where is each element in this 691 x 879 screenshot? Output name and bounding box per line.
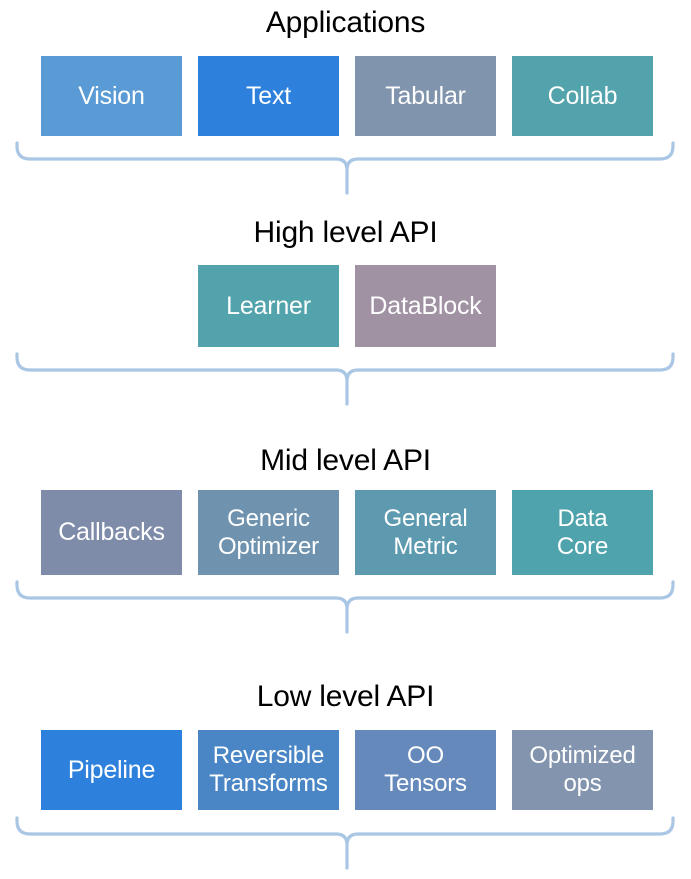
- box-vision[interactable]: Vision: [41, 56, 182, 136]
- box-datablock[interactable]: DataBlock: [355, 265, 496, 347]
- layer-title-mid-level-api: Mid level API: [260, 444, 431, 477]
- layer-title-low-level-api: Low level API: [256, 680, 435, 713]
- box-collab[interactable]: Collab: [512, 56, 653, 136]
- layer-applications: Applications: [0, 6, 691, 42]
- layer-title-high-level-api: High level API: [253, 216, 438, 249]
- box-learner[interactable]: Learner: [198, 265, 339, 347]
- layer-title-applications: Applications: [265, 6, 426, 39]
- brace-applications: [0, 141, 691, 199]
- brace-mid-level: [0, 580, 691, 638]
- box-tabular[interactable]: Tabular: [355, 56, 496, 136]
- brace-high-level: [0, 352, 691, 410]
- box-text[interactable]: Text: [198, 56, 339, 136]
- brace-low-level: [0, 816, 691, 874]
- layer-low-level-api: Low level API: [0, 680, 691, 716]
- box-pipeline[interactable]: Pipeline: [41, 730, 182, 810]
- box-callbacks[interactable]: Callbacks: [41, 490, 182, 575]
- layer-high-level-api: High level API: [0, 216, 691, 252]
- layer-mid-level-api: Mid level API: [0, 444, 691, 480]
